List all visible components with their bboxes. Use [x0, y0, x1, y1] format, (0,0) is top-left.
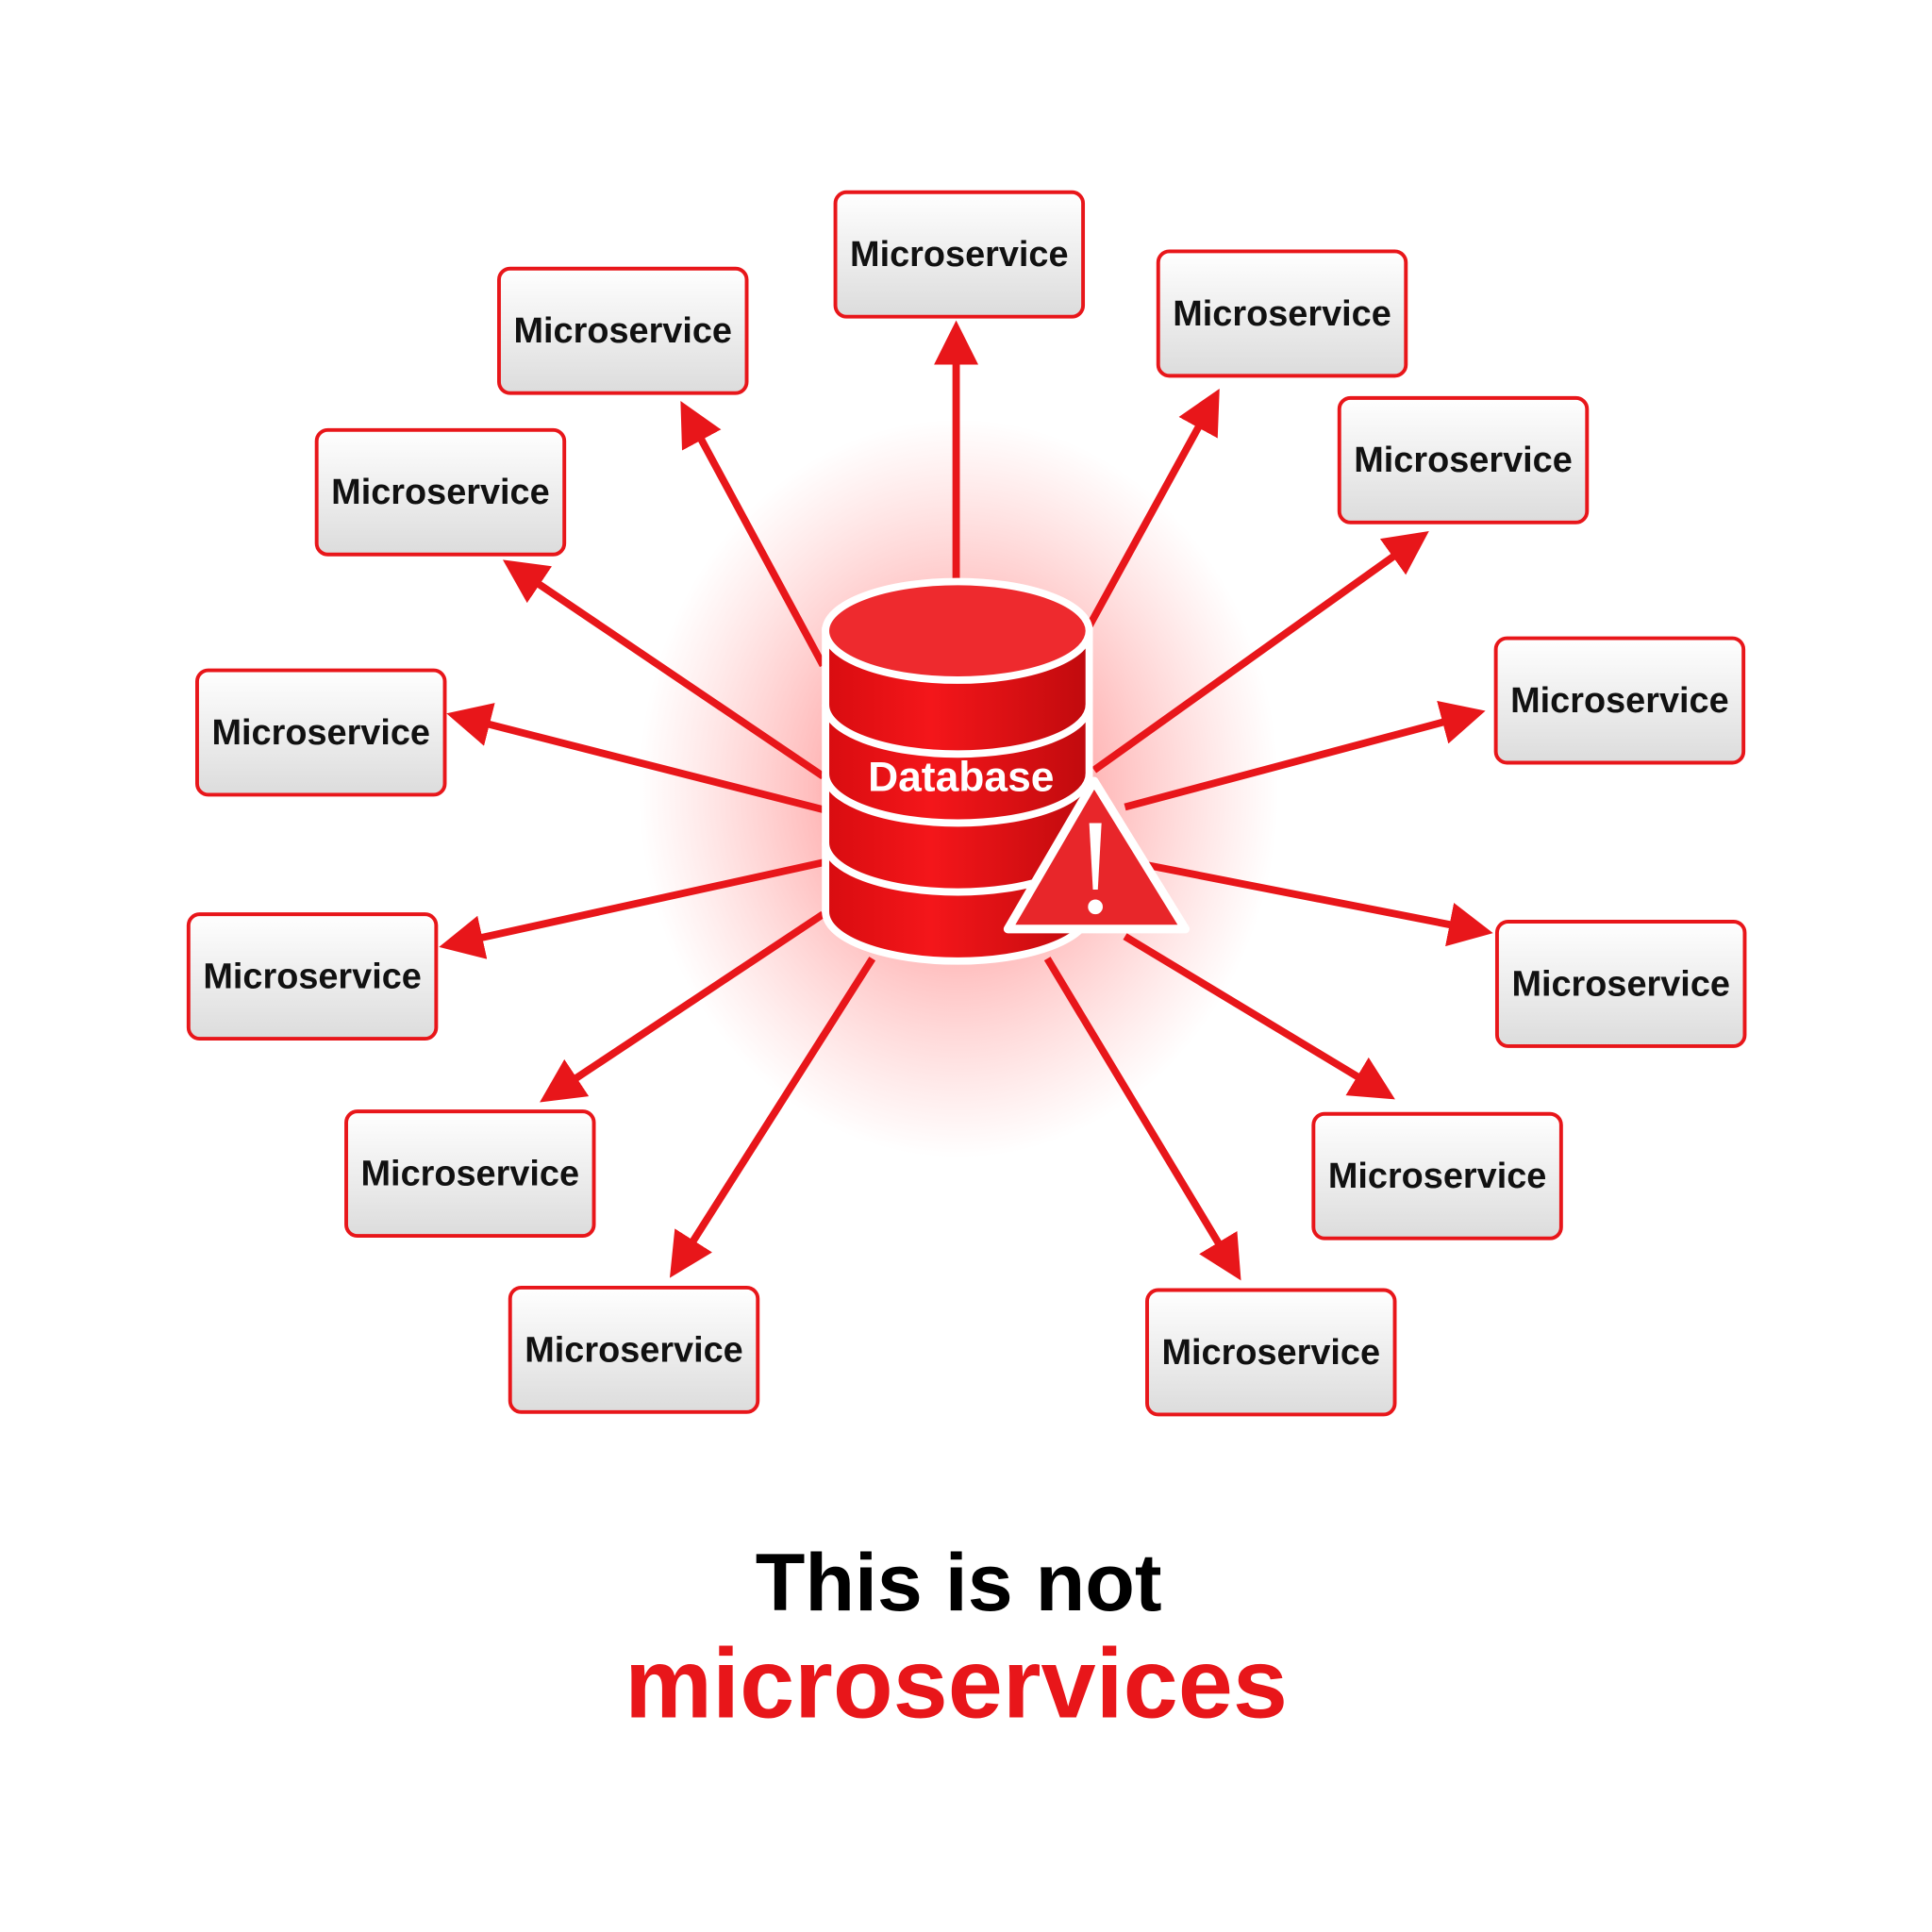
microservice-label: Microservice [1328, 1157, 1547, 1196]
arrow-6 [446, 703, 824, 813]
database-cylinder[interactable]: Database [822, 577, 1093, 965]
microservice-label: Microservice [1354, 441, 1573, 480]
microservice-box[interactable]: Microservice [195, 668, 447, 797]
arrow-13 [1043, 957, 1241, 1281]
title-line-2: microservices [625, 1629, 1288, 1740]
microservice-label: Microservice [1511, 964, 1730, 1004]
arrows [439, 320, 1493, 1281]
microservice-label: Microservice [1510, 681, 1729, 721]
microservice-box[interactable]: Microservice [833, 190, 1086, 319]
microservice-box-frame [1311, 1111, 1563, 1241]
microservice-box-frame [344, 1109, 596, 1238]
arrow-10 [540, 910, 825, 1103]
microservice-label: Microservice [525, 1330, 743, 1370]
microservice-box-frame [186, 912, 439, 1041]
microservice-box[interactable]: Microservice [508, 1285, 760, 1414]
arrow-3 [1084, 389, 1220, 631]
arrow-5 [1091, 530, 1429, 774]
microservice-box[interactable]: Microservice [497, 266, 749, 395]
microservice-box-frame [1494, 920, 1747, 1048]
warning-triangle-icon [1003, 776, 1191, 934]
database-label: Database [868, 755, 1054, 801]
microservice-box-frame [508, 1285, 760, 1414]
title-line-1: This is not [756, 1538, 1162, 1628]
microservice-label: Microservice [211, 713, 430, 753]
arrow-8 [439, 858, 824, 959]
microservice-label: Microservice [203, 958, 422, 997]
microservice-box-frame [1493, 636, 1746, 765]
microservice-box[interactable]: Microservice [1311, 1111, 1563, 1241]
microservice-box[interactable]: Microservice [186, 912, 439, 1041]
microservice-box-frame [833, 190, 1086, 319]
arrow-7 [1124, 700, 1486, 811]
microservice-label: Microservice [513, 311, 732, 351]
microservice-box-frame [1337, 395, 1590, 525]
microservice-box[interactable]: Microservice [1494, 920, 1747, 1048]
microservice-box-frame [195, 668, 447, 797]
microservice-box[interactable]: Microservice [1493, 636, 1746, 765]
microservice-box[interactable]: Microservice [1145, 1288, 1397, 1417]
microservice-label: Microservice [1162, 1333, 1381, 1373]
microservice-label: Microservice [331, 473, 550, 512]
arrow-11 [1123, 933, 1395, 1100]
arrow-12 [669, 957, 876, 1278]
arrow-2 [680, 401, 826, 668]
microservice-box-frame [1156, 249, 1408, 378]
microservice-box[interactable]: Microservice [1156, 249, 1408, 378]
microservice-box-frame [314, 427, 567, 557]
microservice-label: Microservice [850, 235, 1069, 275]
microservice-box-frame [497, 266, 749, 395]
microservice-box[interactable]: Microservice [314, 427, 567, 557]
arrow-9 [1132, 858, 1493, 947]
arrow-4 [502, 559, 825, 780]
microservice-label: Microservice [361, 1154, 580, 1193]
microservice-box[interactable]: Microservice [344, 1109, 596, 1238]
microservice-box[interactable]: Microservice [1337, 395, 1590, 525]
microservice-box-frame [1145, 1288, 1397, 1417]
microservice-label: Microservice [1173, 294, 1391, 334]
